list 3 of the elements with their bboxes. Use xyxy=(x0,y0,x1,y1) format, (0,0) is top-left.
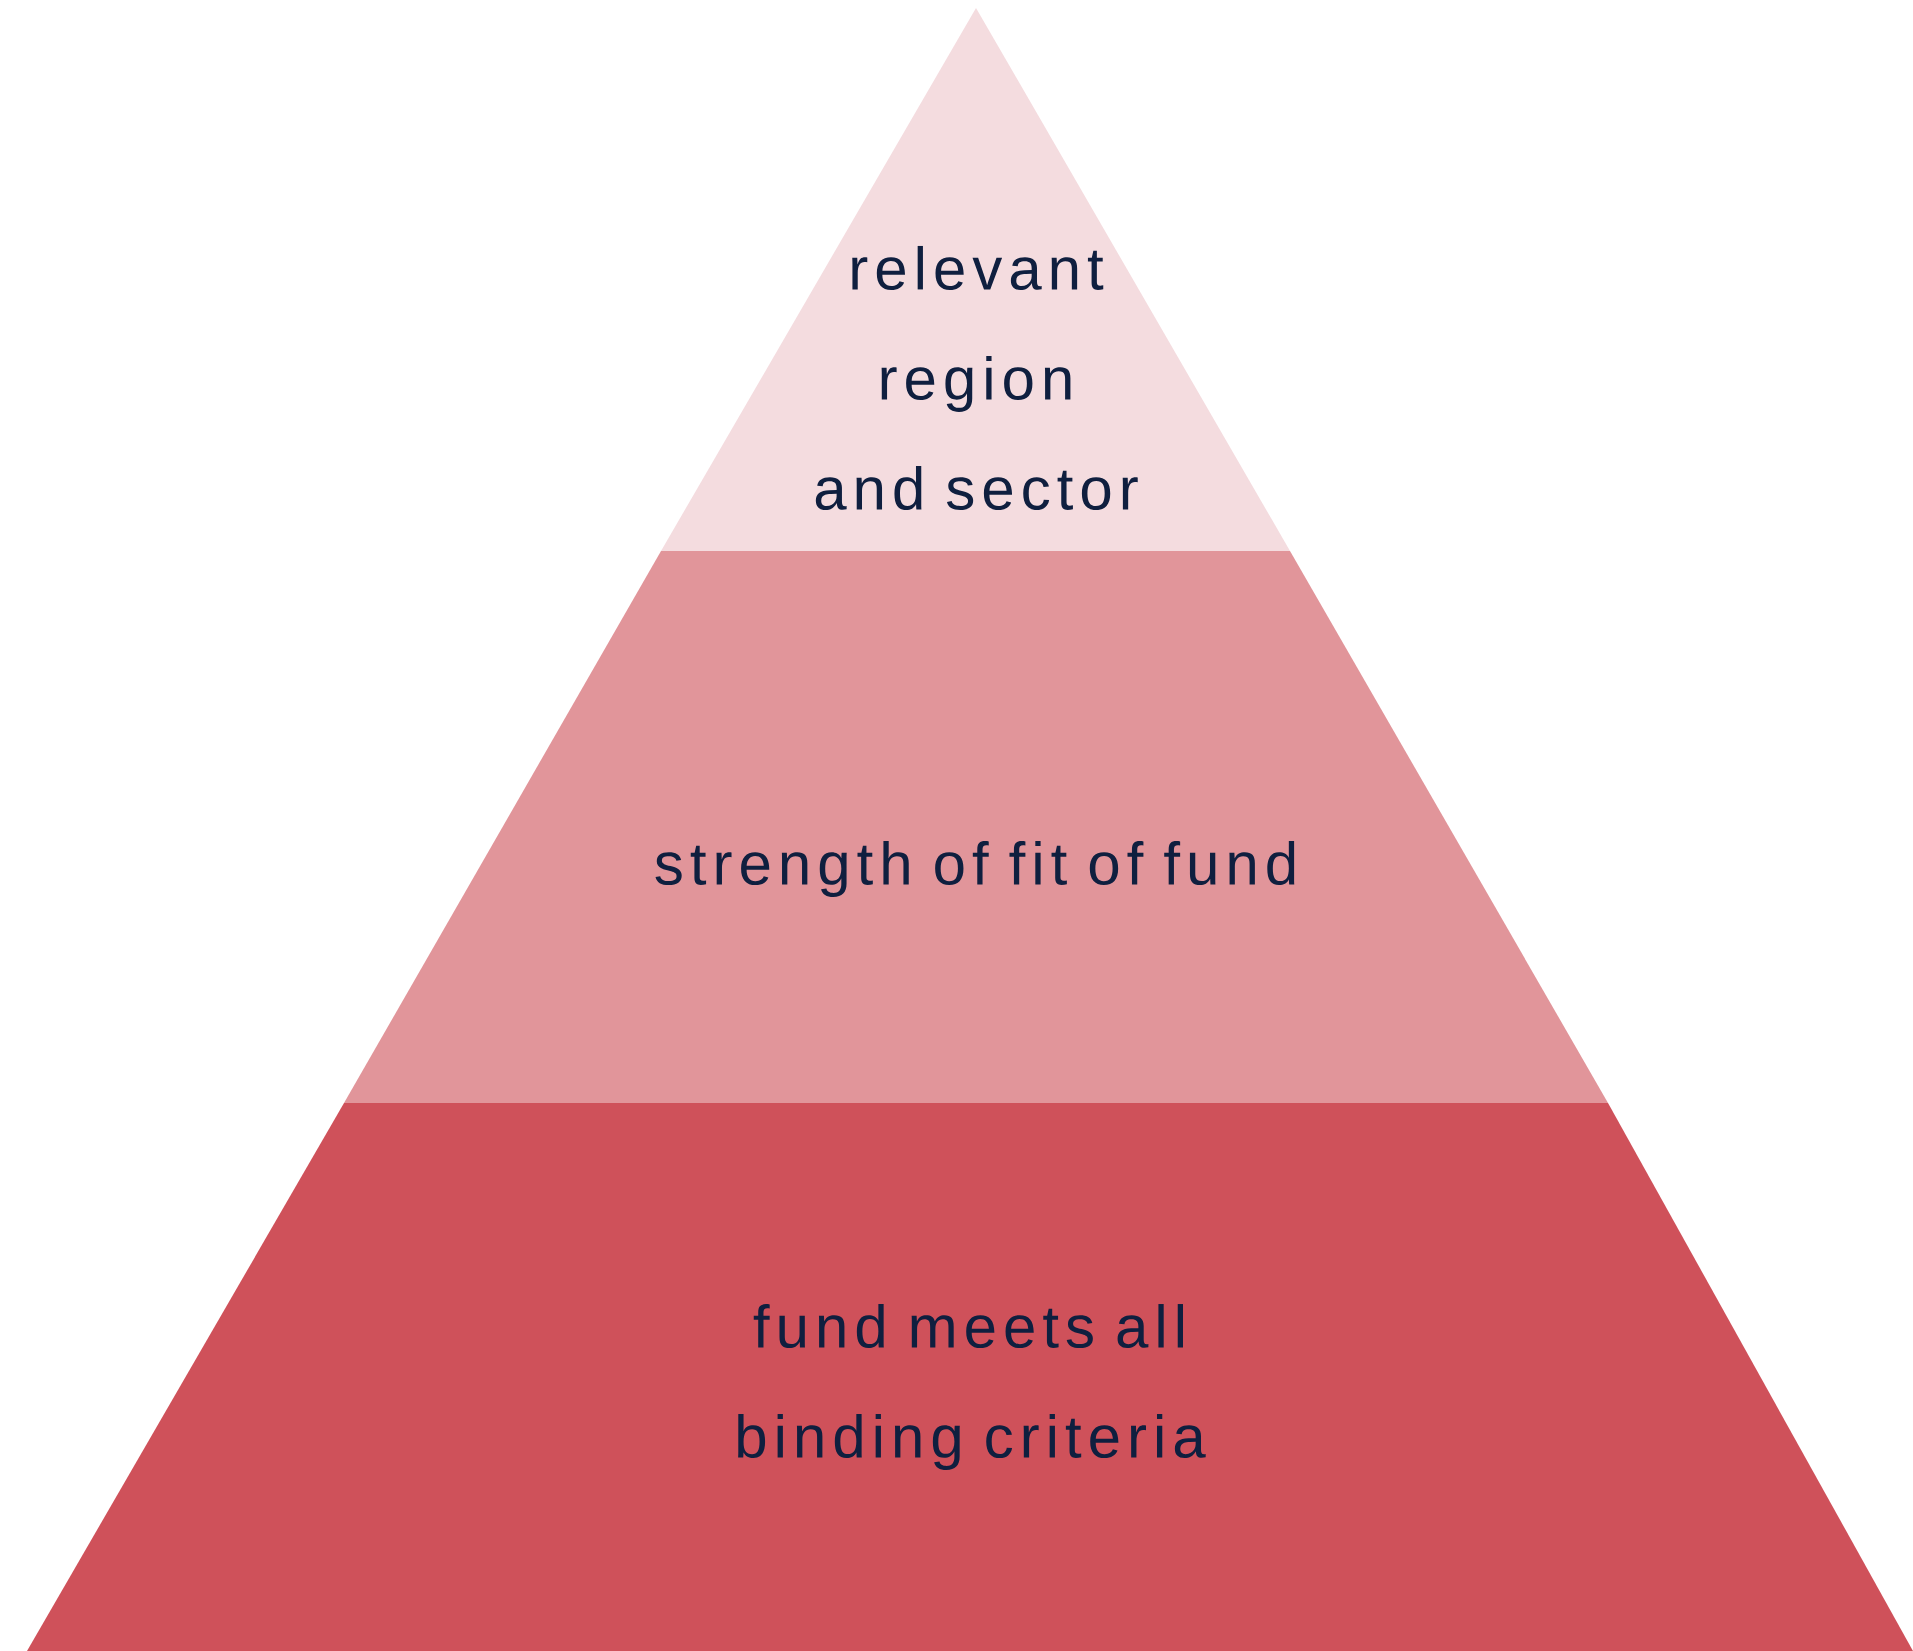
pyramid-tier: relevant region and sector xyxy=(661,8,1290,551)
pyramid-tier: fund meets all binding criteria xyxy=(27,1103,1913,1651)
pyramid-tier: strength of fit of fund xyxy=(344,551,1608,1103)
